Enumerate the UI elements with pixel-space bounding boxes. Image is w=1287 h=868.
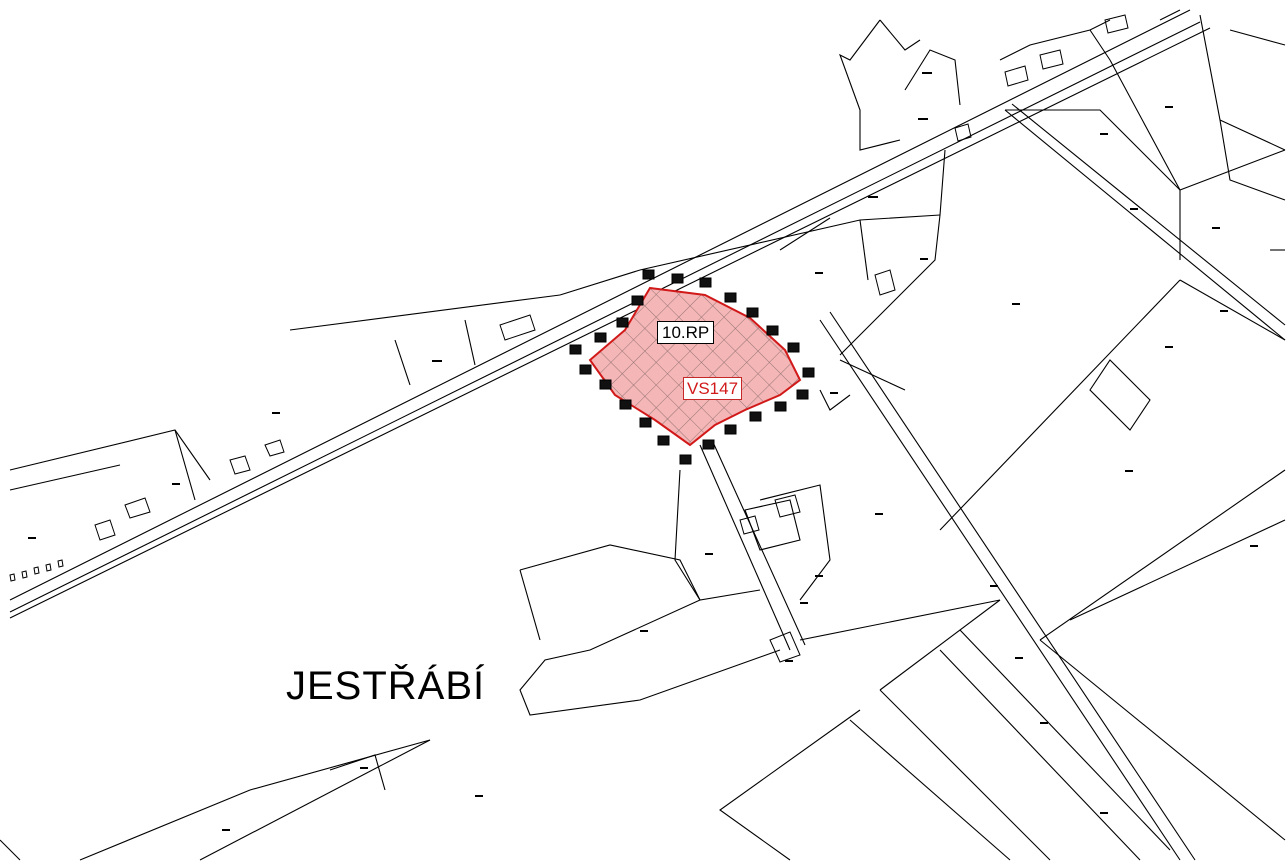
main-road [9, 9, 1211, 619]
parcel-number-marks [28, 72, 1258, 831]
plot-vs147-highlight[interactable] [588, 286, 802, 447]
field-tracks [699, 103, 1286, 861]
parcel-boundaries [0, 9, 1286, 861]
plot-label[interactable]: VS147 [683, 377, 743, 400]
buildings [9, 14, 1129, 663]
locality-name: JESTŘÁBÍ [286, 664, 486, 708]
reserve-label: 10.RP [657, 321, 715, 344]
hatch-marker-icon-ring [569, 269, 815, 465]
